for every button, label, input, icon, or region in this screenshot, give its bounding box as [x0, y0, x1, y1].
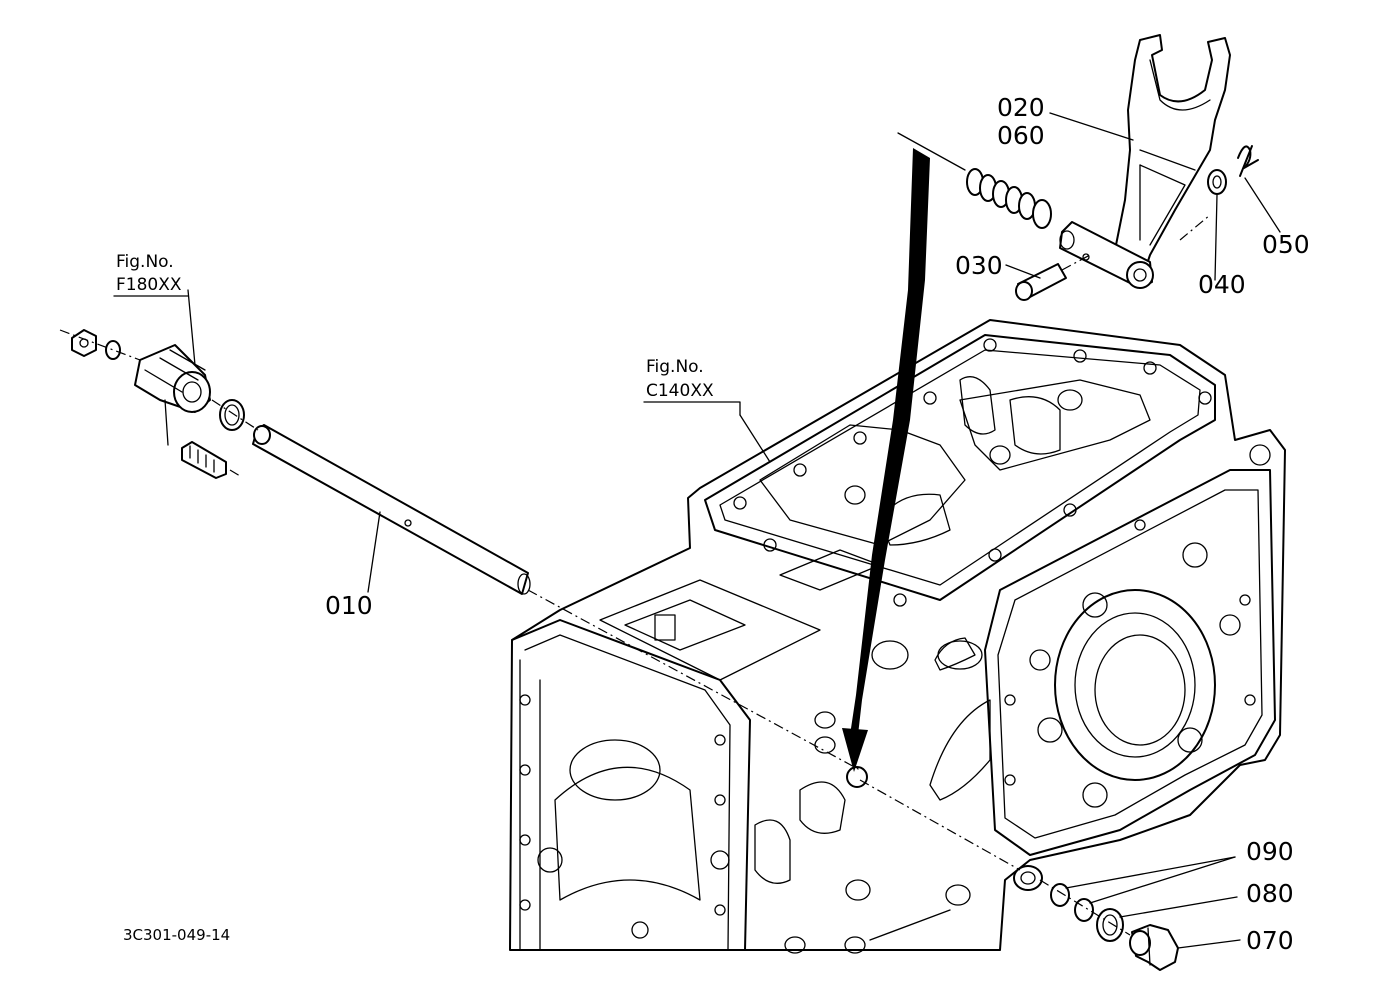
fig-ref-c140xx: Fig.No. C140XX: [643, 357, 741, 416]
fig-ref-title: Fig.No.: [116, 252, 174, 272]
part-label-040: 040: [1198, 270, 1246, 299]
part-label-030: 030: [955, 251, 1003, 280]
pin-030: [1015, 254, 1091, 301]
washer-040: [1207, 169, 1227, 195]
spring-060: [966, 168, 1052, 229]
part-label-090: 090: [1246, 837, 1294, 866]
installation-arrow: [842, 132, 966, 772]
part-label-020: 020: [997, 93, 1045, 122]
part-labels: 010 020 030 040 050 060 070 080 090: [325, 93, 1310, 955]
fig-ref-code: F180XX: [116, 275, 182, 295]
part-label-050: 050: [1262, 230, 1310, 259]
fig-ref-title: Fig.No.: [646, 357, 704, 377]
snap-pin-050: [1237, 145, 1259, 177]
part-label-060: 060: [997, 121, 1045, 150]
drain-hardware: [1050, 883, 1179, 971]
part-label-080: 080: [1246, 879, 1294, 908]
fig-ref-f180xx: Fig.No. F180XX: [113, 252, 189, 297]
figure-code: 3C301-049-14: [123, 926, 230, 944]
part-label-070: 070: [1246, 926, 1294, 955]
shift-rod-010: [252, 424, 531, 595]
shift-boss-assembly: [59, 329, 259, 479]
fig-ref-code: C140XX: [646, 381, 714, 401]
shift-fork-020: [1059, 34, 1231, 289]
leader-lines: [187, 112, 1281, 949]
part-label-010: 010: [325, 591, 373, 620]
assembly-lines: [527, 214, 1211, 936]
